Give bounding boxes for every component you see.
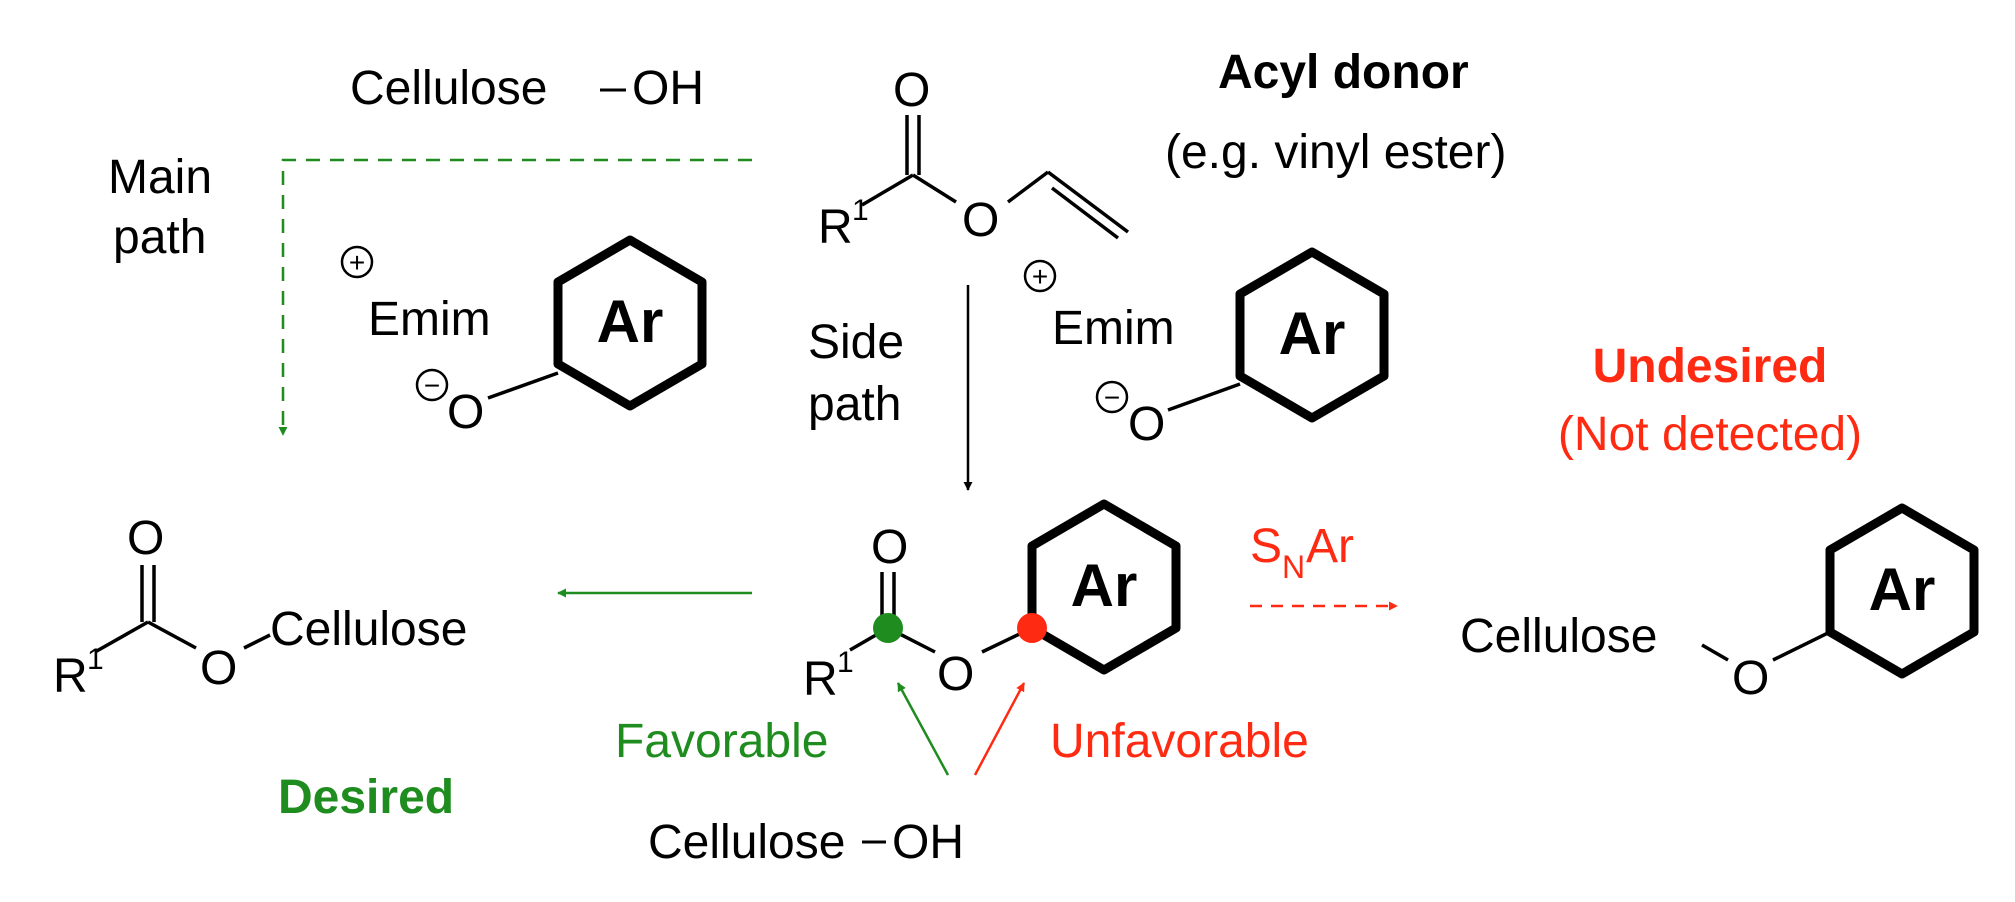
- bond: [243, 633, 271, 650]
- bond: [1772, 630, 1831, 662]
- cellulose-label: Cellulose: [1460, 610, 1657, 663]
- emim-aryloxide-right: + Emim − O Ar: [1023, 247, 1389, 451]
- main-path-arrow: [278, 158, 752, 436]
- carbonyl-oxygen: O: [127, 512, 164, 565]
- desired-label: Desired: [278, 771, 454, 824]
- r-label: R: [818, 201, 853, 254]
- favorable-attack-arrow: [896, 682, 950, 776]
- aryl-hexagon: [1825, 503, 1979, 679]
- main-path-label-line2: path: [113, 211, 206, 264]
- unfavorable-label: Unfavorable: [1050, 715, 1309, 768]
- cellulose-aryl-ether: Cellulose O Ar: [1460, 503, 1979, 705]
- carbonyl-oxygen: O: [871, 521, 908, 574]
- bond-o-aryl: [1167, 382, 1241, 412]
- undesired-label: Undesired: [1593, 340, 1828, 393]
- cellulose-label: Cellulose: [270, 603, 467, 656]
- plus-charge-icon: [1023, 259, 1057, 293]
- bond-r1-carbonyl: [861, 173, 914, 207]
- ar-label: Ar: [1071, 552, 1138, 619]
- ipso-carbon-dot: [1017, 613, 1047, 643]
- ester-oxygen: O: [962, 194, 999, 247]
- unfavorable-attack-arrow: [973, 682, 1026, 776]
- cellulose-oh-bottom: Cellulose OH: [648, 816, 964, 869]
- aryl-hexagon: [1027, 499, 1181, 675]
- ar-label: Ar: [1279, 300, 1346, 367]
- oxide-oxygen: O: [447, 386, 484, 439]
- oh-label: OH: [892, 816, 964, 869]
- emim-aryloxide-left: + Emim − O Ar: [340, 235, 707, 439]
- r-label: R: [53, 650, 88, 703]
- minus-charge-icon: [415, 368, 449, 402]
- plus-sign: +: [1032, 261, 1048, 292]
- bond: [94, 620, 149, 654]
- plus-charge-icon: [340, 245, 374, 279]
- emim-label: Emim: [368, 293, 491, 346]
- main-path-label-line1: Main: [108, 151, 212, 204]
- carbonyl-carbon-dot: [873, 613, 903, 643]
- acyl-donor-title: Acyl donor: [1218, 46, 1469, 99]
- side-path-label-line1: Side: [808, 316, 904, 369]
- bond-o-vinyl: [1006, 170, 1050, 204]
- r-superscript: 1: [87, 643, 104, 676]
- acyl-donor-example: (e.g. vinyl ester): [1165, 126, 1506, 179]
- aryl-hexagon: [553, 235, 707, 411]
- cellulose-label: Cellulose: [648, 816, 845, 869]
- bond: [1701, 643, 1729, 662]
- vinyl-ester-molecule: [861, 115, 1130, 240]
- emim-label: Emim: [1052, 302, 1175, 355]
- cellulose-oh-top: Cellulose OH: [350, 62, 704, 115]
- aryl-ester-intermediate: O O R 1 Ar: [803, 499, 1181, 706]
- snar-n-subscript: N: [1282, 549, 1305, 585]
- ester-oxygen: O: [200, 642, 237, 695]
- snar-label: S N Ar: [1250, 520, 1354, 585]
- minus-sign: −: [1104, 382, 1120, 413]
- r-superscript: 1: [852, 194, 869, 227]
- oxide-oxygen: O: [1128, 398, 1165, 451]
- r-label: R: [803, 653, 838, 706]
- ester-oxygen: O: [937, 648, 974, 701]
- snar-ar: Ar: [1306, 520, 1354, 573]
- ar-label: Ar: [1869, 556, 1936, 623]
- r-superscript: 1: [837, 646, 854, 679]
- vinyl-double-bond: [1050, 186, 1120, 240]
- bond: [147, 620, 197, 650]
- snar-s: S: [1250, 520, 1282, 573]
- bond-o-aryl: [487, 371, 559, 400]
- vinyl-double-bond: [1046, 170, 1130, 234]
- minus-charge-icon: [1095, 380, 1129, 414]
- minus-sign: −: [424, 370, 440, 401]
- cellulose-label: Cellulose: [350, 62, 547, 115]
- ether-oxygen: O: [1732, 652, 1769, 705]
- bond-carbonyl-o: [912, 173, 957, 204]
- plus-sign: +: [349, 247, 365, 278]
- oh-label: OH: [632, 62, 704, 115]
- cellulose-ester-product: O O R 1 Cellulose: [53, 512, 467, 703]
- ar-label: Ar: [597, 288, 664, 355]
- side-path-label-line2: path: [808, 378, 901, 431]
- aryl-hexagon: [1235, 247, 1389, 423]
- not-detected-label: (Not detected): [1558, 408, 1862, 461]
- favorable-label: Favorable: [615, 715, 828, 768]
- carbonyl-oxygen: O: [893, 64, 930, 117]
- r1-group: R 1: [818, 194, 869, 254]
